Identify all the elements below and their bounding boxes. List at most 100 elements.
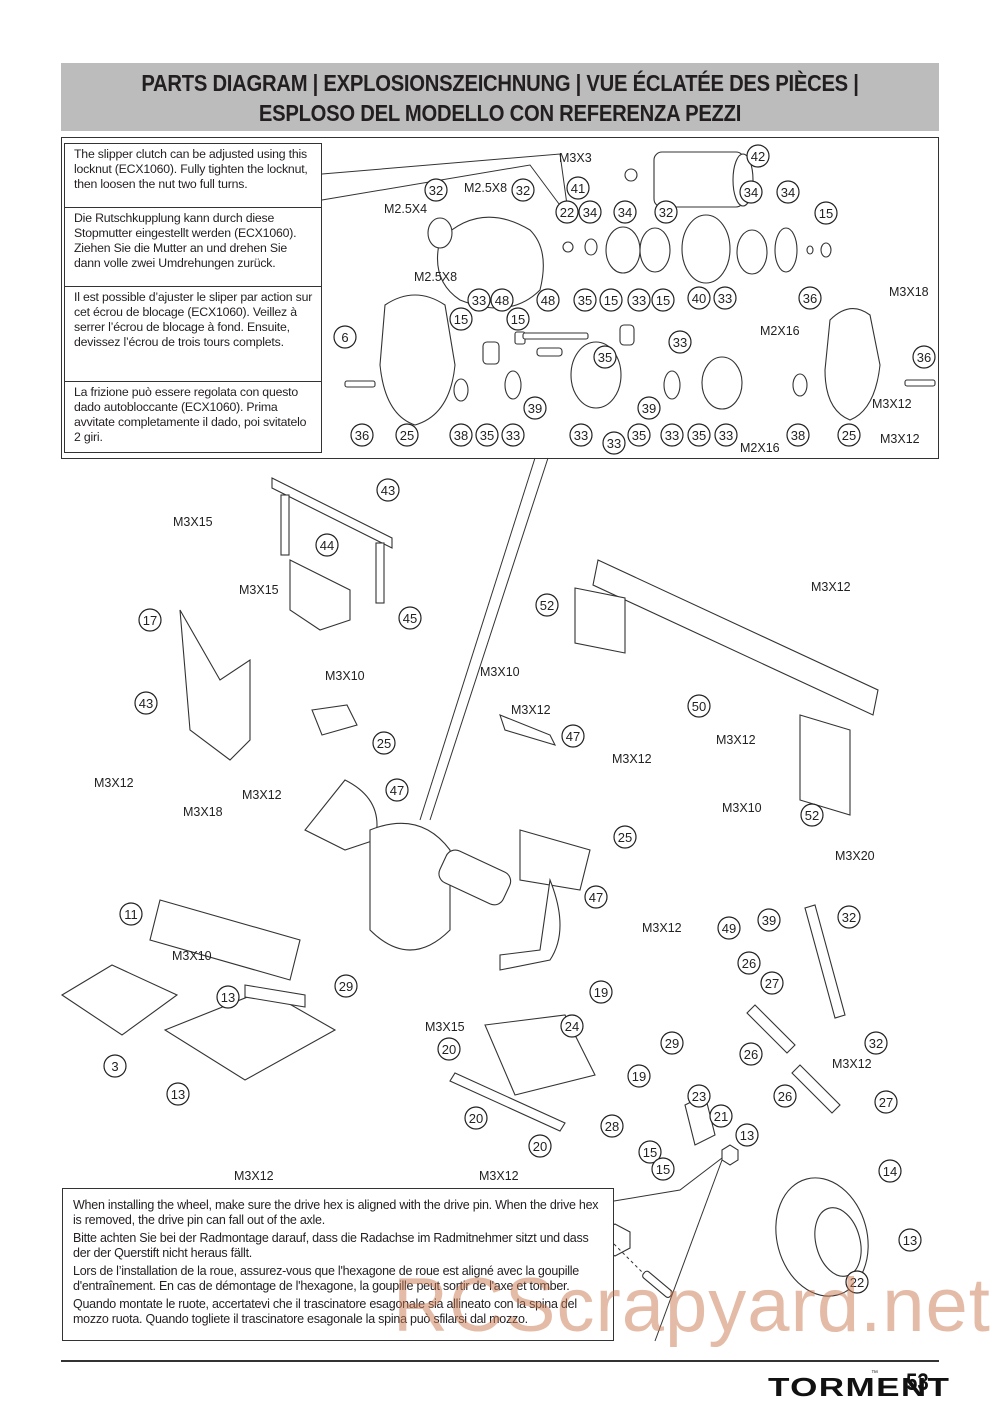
driveshaft-26b xyxy=(791,1064,841,1114)
callout-number: 33 xyxy=(718,291,732,306)
part-callout-22: 22 xyxy=(555,200,579,224)
callout-number: 32 xyxy=(516,183,530,198)
part-callout-39: 39 xyxy=(637,396,661,420)
part-callout-50: 50 xyxy=(687,694,711,718)
part-callout-22: 22 xyxy=(845,1270,869,1294)
callout-number: 35 xyxy=(692,428,706,443)
hex-13 xyxy=(721,1144,739,1166)
callout-number: 33 xyxy=(632,293,646,308)
callout-number: 33 xyxy=(607,436,621,451)
callout-circle xyxy=(687,423,711,447)
gear-33b xyxy=(619,324,635,346)
part-callout-47: 47 xyxy=(385,778,409,802)
callout-circle xyxy=(523,396,547,420)
callout-circle xyxy=(687,694,711,718)
shaft-48 xyxy=(522,332,589,340)
callout-number: 19 xyxy=(594,985,608,1000)
locknut-22 xyxy=(562,241,574,253)
callout-number: 39 xyxy=(642,401,656,416)
callout-circle xyxy=(589,980,613,1004)
body-post xyxy=(375,542,385,604)
page-number: 53 xyxy=(906,1369,929,1396)
part-callout-35: 35 xyxy=(573,288,597,312)
bevel-gear-33b xyxy=(663,370,681,400)
callout-number: 35 xyxy=(632,428,646,443)
callout-number: 13 xyxy=(171,1087,185,1102)
callout-circle xyxy=(837,423,861,447)
callout-number: 26 xyxy=(744,1047,758,1062)
part-callout-47: 47 xyxy=(584,885,608,909)
screw-size-label: M3X12 xyxy=(234,1169,274,1183)
screw-size-label: M3X15 xyxy=(239,583,279,597)
callout-circle xyxy=(717,916,741,940)
part-callout-32: 32 xyxy=(864,1031,888,1055)
screw-size-label: M3X12 xyxy=(511,703,551,717)
skid-25 xyxy=(519,829,591,891)
shock-assembly xyxy=(804,904,846,1019)
part-callout-15: 15 xyxy=(506,307,530,331)
callout-circle xyxy=(613,825,637,849)
part-callout-43: 43 xyxy=(134,691,158,715)
slipper-leader-line xyxy=(321,164,566,213)
bracket-47b xyxy=(499,714,557,746)
callout-circle xyxy=(864,1031,888,1055)
seal-38b xyxy=(792,373,808,397)
callout-circle xyxy=(786,423,810,447)
brace-13 xyxy=(244,984,306,1008)
motor-assembly xyxy=(438,849,512,906)
callout-number: 15 xyxy=(819,206,833,221)
part-callout-17: 17 xyxy=(138,608,162,632)
part-callout-13: 13 xyxy=(216,985,240,1009)
callout-circle xyxy=(714,423,738,447)
callout-number: 15 xyxy=(454,312,468,327)
part-callout-41: 41 xyxy=(566,176,590,200)
part-callout-45: 45 xyxy=(398,606,422,630)
callout-number: 19 xyxy=(632,1069,646,1084)
callout-circle xyxy=(798,286,822,310)
part-callout-43: 43 xyxy=(376,478,400,502)
shaft-36b xyxy=(904,379,936,387)
part-callout-20: 20 xyxy=(437,1037,461,1061)
callout-circle xyxy=(638,1140,662,1164)
callout-circle xyxy=(134,691,158,715)
part-callout-33: 33 xyxy=(602,431,626,455)
callout-number: 25 xyxy=(842,428,856,443)
callout-circle xyxy=(449,307,473,331)
part-callout-52: 52 xyxy=(535,593,559,617)
wheel-note-de: Bitte achten Sie bei der Radmontage dara… xyxy=(73,1231,589,1260)
part-callout-52: 52 xyxy=(800,803,824,827)
bearing-15 xyxy=(820,242,832,258)
callout-circle xyxy=(898,1228,922,1252)
gear-cover-32 xyxy=(436,216,544,309)
part-callout-14: 14 xyxy=(878,1159,902,1183)
callout-number: 41 xyxy=(571,181,585,196)
callout-number: 13 xyxy=(221,990,235,1005)
callout-circle xyxy=(119,902,143,926)
screw-size-label: M2X16 xyxy=(760,324,800,338)
pad-34 xyxy=(736,229,768,275)
screw-size-label: M3X12 xyxy=(242,788,282,802)
part-callout-39: 39 xyxy=(523,396,547,420)
callout-number: 33 xyxy=(665,428,679,443)
part-callout-25: 25 xyxy=(372,731,396,755)
callout-circle xyxy=(687,286,711,310)
callout-circle xyxy=(467,288,491,312)
page-title-line-1: PARTS DIAGRAM | EXPLOSIONSZEICHNUNG | VU… xyxy=(141,70,859,96)
callout-number: 36 xyxy=(917,350,931,365)
part-callout-35: 35 xyxy=(593,345,617,369)
screw-size-label: M3X18 xyxy=(183,805,223,819)
part-callout-15: 15 xyxy=(651,288,675,312)
callout-circle xyxy=(584,885,608,909)
callout-circle xyxy=(475,423,499,447)
part-callout-6: 6 xyxy=(333,325,357,349)
spring-34 xyxy=(584,238,598,256)
callout-circle xyxy=(449,423,473,447)
callout-number: 15 xyxy=(643,1145,657,1160)
part-callout-15: 15 xyxy=(814,201,838,225)
plate-11 xyxy=(149,899,301,981)
callout-number: 38 xyxy=(791,428,805,443)
part-callout-25: 25 xyxy=(395,423,419,447)
callout-circle xyxy=(372,731,396,755)
pin-35 xyxy=(536,347,563,357)
callout-number: 32 xyxy=(842,910,856,925)
